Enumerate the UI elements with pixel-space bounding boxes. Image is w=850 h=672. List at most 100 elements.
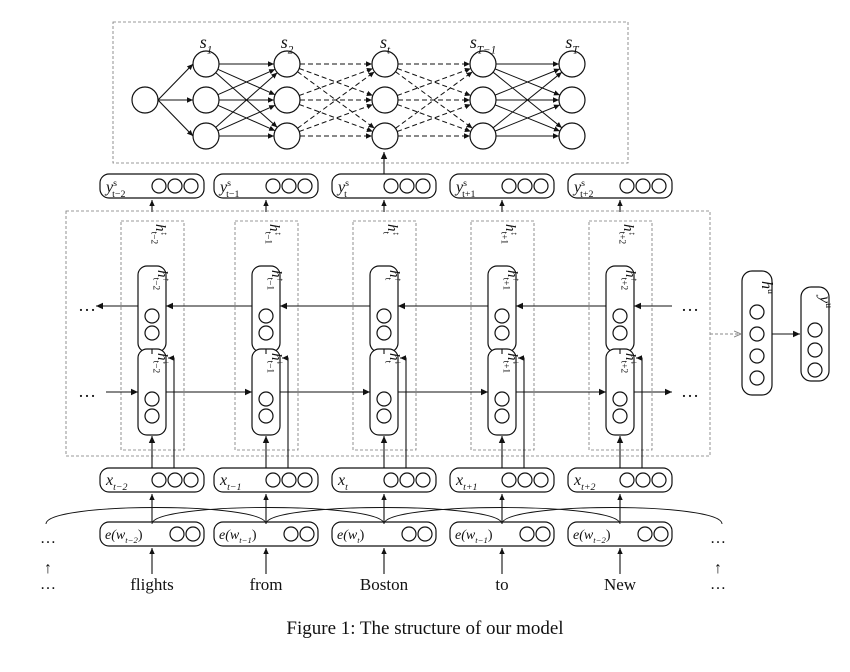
utterance-hidden-node xyxy=(749,304,765,320)
slot-output-node xyxy=(167,178,183,194)
hidden-unit-node xyxy=(258,408,274,424)
ellipsis-text: … xyxy=(40,576,56,593)
hidden-unit-node xyxy=(376,325,392,341)
timestep-frame xyxy=(470,220,535,451)
hidden-unit-node xyxy=(258,325,274,341)
slot-output-node xyxy=(151,178,167,194)
slot-state-node xyxy=(192,86,220,114)
figure-caption: Figure 1: The structure of our model xyxy=(286,618,564,639)
embedding-unit-node xyxy=(185,526,201,542)
embedding-label: e(wt−1) xyxy=(455,528,493,545)
forward-hidden-label: h↓t+2 xyxy=(619,353,639,373)
input-vector-label: xt−1 xyxy=(219,472,242,493)
slot-output-node xyxy=(635,178,651,194)
utterance-output-label: yu xyxy=(816,294,834,308)
slot-state-label: s2 xyxy=(281,32,294,56)
timestep-frame xyxy=(352,220,417,451)
connector-path xyxy=(265,507,503,525)
backward-hidden-label: h↑t+1 xyxy=(501,270,521,290)
ellipsis-text: … xyxy=(710,576,726,593)
connector-path xyxy=(636,355,643,468)
connector-line xyxy=(397,104,471,132)
embedding-unit-node xyxy=(535,526,551,542)
hidden-unit-node xyxy=(612,391,628,407)
slot-state-node xyxy=(469,86,497,114)
hidden-concat-label: h↕t xyxy=(381,224,401,236)
slot-output-node xyxy=(297,178,313,194)
hidden-unit-node xyxy=(494,325,510,341)
connector-line xyxy=(397,68,471,96)
slot-state-node xyxy=(192,122,220,150)
hidden-unit-node xyxy=(612,308,628,324)
embedding-unit-node xyxy=(637,526,653,542)
connector-path xyxy=(501,507,723,525)
timestep-frame xyxy=(588,220,653,451)
input-vector-label: xt xyxy=(337,472,348,493)
connector-path xyxy=(168,355,175,468)
slot-output-node xyxy=(533,178,549,194)
slot-state-node xyxy=(273,122,301,150)
connector-line xyxy=(494,104,561,132)
connector-path xyxy=(282,355,289,468)
forward-hidden-label: h↓t+1 xyxy=(501,353,521,373)
slot-output-node xyxy=(501,178,517,194)
hidden-unit-node xyxy=(376,408,392,424)
input-unit-node xyxy=(281,472,297,488)
hidden-concat-label: h↕t−2 xyxy=(149,224,169,244)
utterance-hidden-node xyxy=(749,370,765,386)
connector-line xyxy=(217,68,276,96)
slot-output-node xyxy=(399,178,415,194)
word-token: Boston xyxy=(360,575,409,594)
hidden-unit-node xyxy=(494,308,510,324)
embedding-label: e(wt) xyxy=(337,528,365,545)
embedding-unit-node xyxy=(401,526,417,542)
ellipsis-text: … xyxy=(40,530,56,547)
forward-hidden-label: h↓t−1 xyxy=(265,353,285,373)
hidden-unit-node xyxy=(612,325,628,341)
input-vector-label: xt−2 xyxy=(105,472,128,493)
connector-line xyxy=(494,68,561,96)
backward-hidden-label: h↑t+2 xyxy=(619,270,639,290)
connector-line xyxy=(215,72,278,128)
slot-state-node xyxy=(192,50,220,78)
utterance-hidden-label: hu xyxy=(758,281,776,294)
arrow-glyph-text: ↑ xyxy=(44,560,52,577)
connector-line xyxy=(157,99,194,137)
slot-state-label: sT xyxy=(565,32,579,56)
birnn-frame xyxy=(65,210,711,457)
input-unit-node xyxy=(415,472,431,488)
ellipsis-text: … xyxy=(681,295,699,315)
hidden-concat-label: h↕t+2 xyxy=(617,224,637,244)
ellipsis-text: … xyxy=(710,530,726,547)
connector-line xyxy=(217,104,276,132)
slot-output-node xyxy=(517,178,533,194)
slot-state-label: s1 xyxy=(200,32,213,56)
word-token: to xyxy=(495,575,508,594)
slot-output-node xyxy=(383,178,399,194)
connector-line xyxy=(492,71,563,129)
input-unit-node xyxy=(501,472,517,488)
forward-hidden-label: h↓t xyxy=(383,353,403,365)
word-token: flights xyxy=(130,575,173,594)
connector-path xyxy=(400,355,407,468)
slot-network-frame xyxy=(112,21,629,164)
hidden-unit-node xyxy=(144,408,160,424)
input-unit-node xyxy=(651,472,667,488)
slot-output-node xyxy=(619,178,635,194)
slot-state-node xyxy=(558,50,586,78)
connector-line xyxy=(157,63,194,101)
slot-output-node xyxy=(265,178,281,194)
input-unit-node xyxy=(533,472,549,488)
slot-output-node xyxy=(651,178,667,194)
ellipsis-text: … xyxy=(78,295,96,315)
slot-state-label: sT−1 xyxy=(470,32,496,56)
slot-output-node xyxy=(415,178,431,194)
hidden-unit-node xyxy=(612,408,628,424)
input-unit-node xyxy=(517,472,533,488)
embedding-unit-node xyxy=(283,526,299,542)
forward-hidden-label: h↓t−2 xyxy=(151,353,171,373)
input-unit-node xyxy=(297,472,313,488)
